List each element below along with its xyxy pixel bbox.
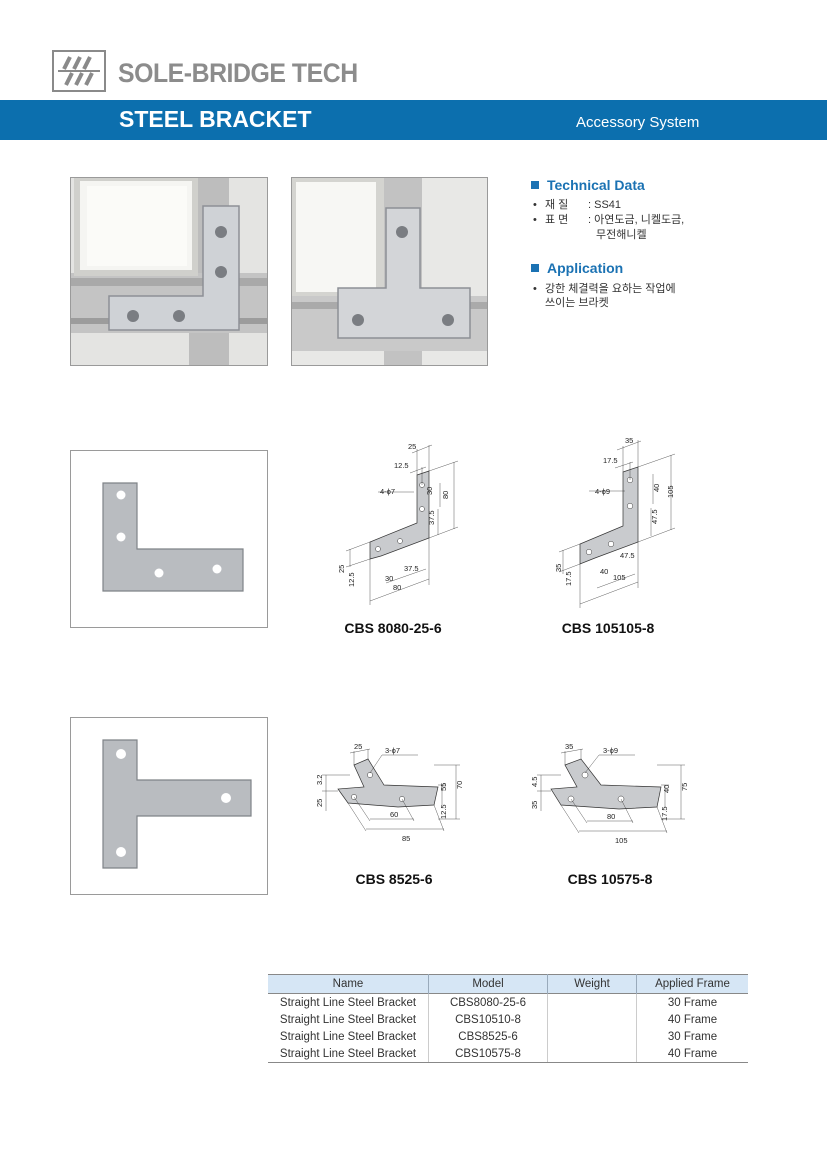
cell-frame: 30 Frame [636,1028,748,1045]
material-label: 재 질 [545,199,569,211]
column-header-weight: Weight [547,974,637,994]
installed-photo-2 [291,177,488,366]
dim-label: 75 [680,783,689,791]
column-header-name: Name [268,974,429,994]
table-header-row: Name Model Weight Applied Frame [268,974,748,994]
cell-model: CBS8525-6 [428,1028,548,1045]
dim-label: 70 [455,781,464,789]
dim-label: 4.5 [530,777,539,787]
application-heading: Application [531,260,623,276]
installed-photo-1 [70,177,268,366]
dim-label: 35 [530,801,539,809]
table-row: Straight Line Steel Bracket CBS8525-6 30… [268,1028,748,1045]
table-row: Straight Line Steel Bracket CBS8080-25-6… [268,993,748,1011]
dim-label: 25 [337,565,346,573]
cell-name: Straight Line Steel Bracket [279,996,417,1009]
dim-label: 12.5 [394,461,409,470]
dim-label: 3-ϕ9 [603,746,618,755]
cell-frame: 40 Frame [636,1011,748,1028]
material-row: • [533,199,537,211]
dim-label: 4-ϕ9 [595,487,610,496]
dim-label: 17.5 [603,456,618,465]
caption-cbs8525: CBS 8525-6 [355,871,433,887]
dim-label: 80 [441,491,450,499]
dim-label: 25 [408,442,416,451]
dim-label: 40 [662,785,671,793]
cell-model: CBS10575-8 [428,1045,548,1063]
page-title: STEEL BRACKET [119,106,312,132]
cell-frame: 30 Frame [636,993,748,1011]
logo-stripes-icon [58,56,100,86]
material-value: : SS41 [588,199,622,211]
dim-label: 47.5 [650,509,659,524]
caption-cbs105105: CBS 105105-8 [561,620,655,636]
dim-label: 55 [439,783,448,791]
dim-label: 3.2 [315,775,324,785]
dim-label: 35 [554,564,563,572]
application-line-1: 강한 체결력을 요하는 작업에 [545,283,676,295]
table-row: Straight Line Steel Bracket CBS10510-8 4… [268,1011,748,1028]
surface-bullet: • [533,214,537,226]
header-bar [0,100,827,140]
drawing-cbs105105: 35 17.5 4-ϕ9 40 105 47.5 35 17.5 40 47.5… [545,428,695,613]
application-bullet: • [533,283,537,295]
section-square-icon [531,264,539,272]
dim-label: 105 [613,573,626,582]
surface-label: 표 면 [545,214,569,226]
cell-frame: 40 Frame [636,1045,748,1063]
dim-label: 4-ϕ7 [380,487,395,496]
l-bracket-photo [70,450,268,628]
cell-name: Straight Line Steel Bracket [279,1030,417,1043]
dim-label: 12.5 [439,804,448,819]
dim-label: 40 [652,484,661,492]
dim-label: 60 [390,810,398,819]
dim-label: 30 [385,574,393,583]
dim-label: 37.5 [404,564,419,573]
cell-weight [547,1011,637,1028]
column-header-model: Model [428,974,548,994]
page-subtitle: Accessory System [576,114,700,131]
dim-label: 85 [402,834,410,843]
dim-label: 105 [666,485,675,498]
dim-label: 40 [600,567,608,576]
cell-weight [547,1028,637,1045]
dim-label: 37.5 [427,510,436,525]
t-bracket-photo [70,717,268,895]
cell-model: CBS10510-8 [428,1011,548,1028]
dim-label: 17.5 [564,571,573,586]
table-row: Straight Line Steel Bracket CBS10575-8 4… [268,1045,748,1063]
dim-label: 35 [625,436,633,445]
dim-label: 17.5 [660,806,669,821]
brand-logo [52,50,106,92]
dim-label: 12.5 [347,572,356,587]
application-line-2: 쓰이는 브라켓 [545,297,609,309]
drawing-cbs8080: 25 12.5 4-ϕ7 30 80 37.5 25 12.5 30 37.5 … [330,435,480,615]
cell-model: CBS8080-25-6 [428,993,548,1011]
cell-weight [547,1045,637,1063]
cell-weight [547,993,637,1011]
dim-label: 3-ϕ7 [385,746,400,755]
dim-label: 25 [354,742,362,751]
technical-data-heading: Technical Data [531,177,645,193]
drawing-cbs8525: 25 3-ϕ7 3.2 25 55 70 12.5 60 85 [310,735,470,850]
cell-name: Straight Line Steel Bracket [279,1013,417,1026]
dim-label: 80 [607,812,615,821]
dim-label: 30 [425,487,434,495]
surface-value-2: 무전해니켈 [596,229,647,241]
surface-value-1: : 아연도금, 니켈도금, [588,214,685,226]
caption-cbs8080: CBS 8080-25-6 [344,620,442,636]
dim-label: 80 [393,583,401,592]
drawing-cbs10575: 35 3-ϕ9 4.5 35 40 75 17.5 80 105 [525,735,695,850]
spec-table: Name Model Weight Applied Frame Straight… [268,974,748,1063]
caption-cbs10575: CBS 10575-8 [567,871,653,887]
dim-label: 47.5 [620,551,635,560]
section-square-icon [531,181,539,189]
column-header-applied-frame: Applied Frame [636,974,748,994]
dim-label: 35 [565,742,573,751]
dim-label: 105 [615,836,628,845]
brand-name: SOLE-BRIDGE TECH [118,58,358,88]
dim-label: 25 [315,799,324,807]
cell-name: Straight Line Steel Bracket [268,1045,429,1063]
